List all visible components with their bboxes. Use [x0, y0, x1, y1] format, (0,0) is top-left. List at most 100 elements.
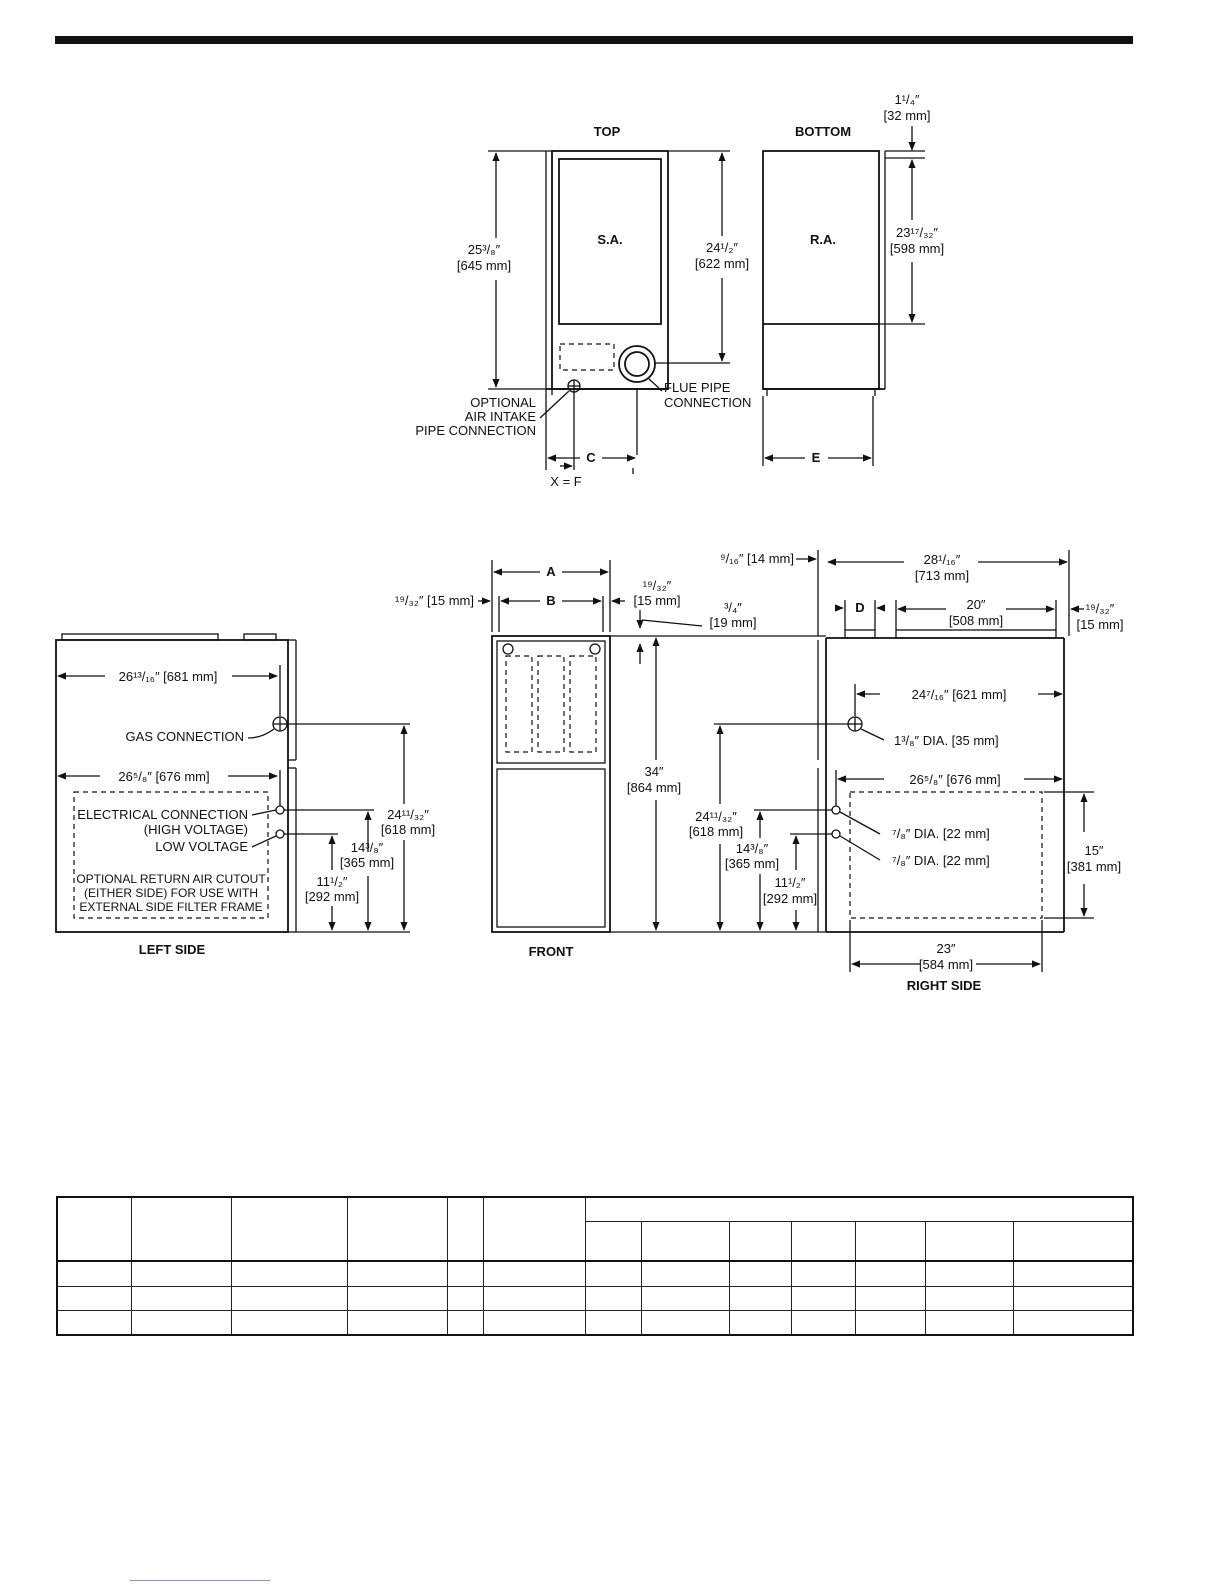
header-rule: [55, 36, 1133, 44]
table-subheader-cell: [854, 1221, 926, 1262]
front-left-gap-dimension: ¹⁹/₃₂″ [15 mm]: [395, 593, 474, 608]
air-intake-callout: OPTIONAL: [470, 395, 536, 410]
footer-link-underline: [130, 1580, 270, 1581]
top-dashed-panel: [559, 343, 615, 371]
top-depth-dimension-mm: [645 mm]: [457, 258, 511, 273]
air-intake-callout-3: PIPE CONNECTION: [415, 423, 536, 438]
top-flue-dimension: 24¹/₂″: [706, 240, 738, 255]
top-depth-dimension: 25³/₈″: [468, 242, 501, 257]
front-top-gap-dimension: ³/₄″: [724, 600, 742, 615]
front-lv-height-dimension-mm: [292 mm]: [763, 891, 817, 906]
dimension-x-equals-f: X = F: [550, 474, 581, 489]
front-cabinet-outline: [491, 635, 611, 933]
electrical-connection-callout-2: (HIGH VOLTAGE): [144, 822, 248, 837]
right-cutout-height-dimension-mm: [381 mm]: [1067, 859, 1121, 874]
dimension-b: B: [546, 593, 555, 608]
high-voltage-height-dimension-mm: [365 mm]: [340, 855, 394, 870]
right-opening-dimension-mm: [508 mm]: [949, 613, 1003, 628]
table-subheader-cell: [640, 1221, 730, 1262]
right-side-gap-dimension-mm: [15 mm]: [1077, 617, 1124, 632]
table-subheader-cell: [1012, 1221, 1134, 1262]
right-cutout-distance-dimension: 26⁵/₈″ [676 mm]: [909, 772, 1000, 787]
bottom-view-title: BOTTOM: [795, 124, 851, 139]
left-side-title: LEFT SIDE: [139, 942, 206, 957]
dimension-e: E: [812, 450, 821, 465]
bottom-view: BOTTOM R.A. 1¹/₄″ [32 mm] 23¹⁷/₃₂″ [598 …: [762, 92, 944, 466]
table-row: [56, 1309, 1134, 1336]
table-subheader-cell: [584, 1221, 642, 1262]
front-gas-height-dimension-mm: [618 mm]: [689, 824, 743, 839]
front-right-gap-dimension-mm: [15 mm]: [634, 593, 681, 608]
table-subheader-cell: [924, 1221, 1014, 1262]
front-title: FRONT: [529, 944, 574, 959]
electrical-connection-callout: ELECTRICAL CONNECTION: [77, 807, 248, 822]
air-intake-callout-2: AIR INTAKE: [465, 409, 537, 424]
front-upper-panel: [496, 640, 606, 764]
left-top-dimension: 26¹³/₁₆″ [681 mm]: [119, 669, 218, 684]
furnace-dimension-drawing: TOP S.A. 25³/₈″ [645 mm] 24¹/₂″ [622 mm]…: [55, 92, 1123, 993]
flue-pipe-callout-2: CONNECTION: [664, 395, 751, 410]
dimension-a: A: [546, 564, 556, 579]
low-voltage-height-dimension: 11¹/₂″: [316, 874, 347, 889]
front-top-gap-dimension-mm: [19 mm]: [710, 615, 757, 630]
bottom-opening-dimension-mm: [598 mm]: [890, 241, 944, 256]
flue-pipe-callout: FLUE PIPE: [664, 380, 731, 395]
supply-air-label: S.A.: [597, 232, 622, 247]
right-side-view: ⁹/₁₆″ [14 mm] 28¹/₁₆″ [713 mm] D 20″ [50…: [720, 550, 1123, 993]
gas-height-dimension: 24¹¹/₃₂″: [387, 807, 429, 822]
return-air-cutout-note-3: EXTERNAL SIDE FILTER FRAME: [79, 900, 262, 914]
dimensions-table: [56, 1196, 1135, 1336]
dimension-c: C: [586, 450, 596, 465]
left-side-view: 26¹³/₁₆″ [681 mm] GAS CONNECTION 26⁵/₈″ …: [55, 633, 435, 957]
top-view: TOP S.A. 25³/₈″ [645 mm] 24¹/₂″ [622 mm]…: [415, 124, 751, 489]
dimension-d: D: [855, 600, 864, 615]
table-subheader-cell: [728, 1221, 792, 1262]
return-air-label: R.A.: [810, 232, 836, 247]
left-return-air-cutout: [73, 791, 269, 919]
right-cutout-height-dimension: 15″: [1084, 843, 1103, 858]
top-view-title: TOP: [594, 124, 621, 139]
front-right-gap-dimension: ¹⁹/₃₂″: [643, 578, 672, 593]
right-side-title: RIGHT SIDE: [907, 978, 982, 993]
front-height-dimension: 34″: [644, 764, 663, 779]
right-depth-dimension-mm: [713 mm]: [915, 568, 969, 583]
table-header-row: [56, 1196, 1134, 1262]
supply-air-opening: [558, 158, 662, 325]
flue-pipe-outer: [618, 345, 656, 383]
gas-connection-callout: GAS CONNECTION: [126, 729, 244, 744]
right-gap-dimension: ⁹/₁₆″ [14 mm]: [720, 551, 794, 566]
table-row: [56, 1285, 1134, 1311]
table-group-header-cell: [584, 1196, 1134, 1223]
table-header-cell: [482, 1196, 586, 1262]
bottom-cabinet-outline: [762, 150, 880, 390]
front-lower-panel: [496, 768, 606, 928]
bottom-offset-dimension: 1¹/₄″: [894, 92, 919, 107]
table-subheader-cell: [790, 1221, 856, 1262]
bottom-opening-dimension: 23¹⁷/₃₂″: [896, 225, 938, 240]
return-air-cutout-note: OPTIONAL RETURN AIR CUTOUT: [76, 872, 266, 886]
large-hole-diameter: 1³/₈″ DIA. [35 mm]: [894, 733, 999, 748]
right-opening-dimension: 20″: [966, 597, 985, 612]
top-flue-dimension-mm: [622 mm]: [695, 256, 749, 271]
low-voltage-height-dimension-mm: [292 mm]: [305, 889, 359, 904]
front-lv-height-dimension: 11¹/₂″: [774, 875, 805, 890]
small-hole-diameter-2: ⁷/₈″ DIA. [22 mm]: [892, 853, 990, 868]
table-row: [56, 1260, 1134, 1287]
table-header-cell: [230, 1196, 348, 1262]
right-depth-dimension: 28¹/₁₆″: [924, 552, 961, 567]
left-cabinet-outline: [55, 639, 289, 933]
front-height-dimension-mm: [864 mm]: [627, 780, 681, 795]
front-hv-height-dimension: 14³/₈″: [736, 841, 769, 856]
right-cutout-width-dimension-mm: [584 mm]: [919, 957, 973, 972]
flue-pipe-inner: [624, 351, 650, 377]
right-cutout-width-dimension: 23″: [936, 941, 955, 956]
return-air-cutout-note-2: (EITHER SIDE) FOR USE WITH: [84, 886, 258, 900]
table-header-cell: [346, 1196, 448, 1262]
table-header-cell: [130, 1196, 232, 1262]
small-hole-diameter-1: ⁷/₈″ DIA. [22 mm]: [892, 826, 990, 841]
high-voltage-height-dimension: 14³/₈″: [351, 840, 384, 855]
right-return-air-cutout: [849, 791, 1043, 919]
left-cutout-dimension: 26⁵/₈″ [676 mm]: [118, 769, 209, 784]
table-header-cell: [446, 1196, 484, 1262]
bottom-offset-dimension-mm: [32 mm]: [884, 108, 931, 123]
